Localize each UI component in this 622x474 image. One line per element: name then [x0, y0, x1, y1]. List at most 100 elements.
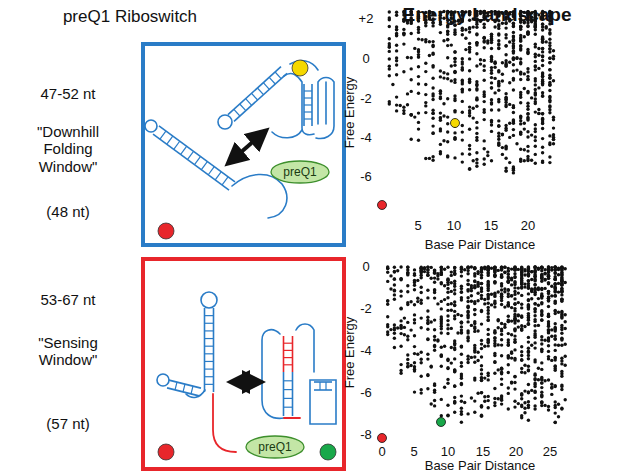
structure-point: [476, 292, 479, 295]
structure-point: [540, 275, 543, 278]
structure-point: [507, 303, 510, 306]
structure-point: [543, 404, 546, 407]
structure-point: [552, 142, 555, 145]
structure-point: [480, 391, 483, 394]
structure-point: [550, 285, 553, 288]
structure-point: [507, 304, 510, 307]
structure-point: [513, 265, 516, 268]
structure-point: [512, 106, 515, 109]
structure-point: [417, 37, 420, 40]
structure-point: [395, 95, 398, 98]
structure-point: [446, 319, 449, 322]
structure-point: [540, 266, 543, 269]
structure-point: [554, 349, 557, 352]
structure-point: [541, 50, 544, 53]
base-pair: [205, 330, 214, 331]
structure-point: [541, 95, 544, 98]
structure-point: [409, 364, 412, 367]
structure-point: [403, 333, 406, 336]
structure-point: [500, 333, 503, 336]
structure-point: [480, 269, 483, 272]
structure-point: [548, 77, 551, 80]
structure-point: [446, 378, 449, 381]
structure-point: [497, 33, 500, 36]
structure-point: [493, 265, 496, 268]
structure-point: [500, 322, 503, 325]
structure-point: [439, 89, 442, 92]
structure-point: [523, 401, 526, 404]
base-pair: [205, 353, 214, 354]
structure-point: [533, 377, 536, 380]
structure-point: [466, 358, 469, 361]
structure-point: [540, 288, 543, 291]
structure-point: [497, 84, 500, 87]
structure-point: [442, 39, 445, 42]
structure-point: [393, 289, 396, 292]
structure-point: [507, 288, 510, 291]
structure-point: [548, 31, 551, 34]
structure-point: [461, 66, 464, 69]
structure-point: [446, 367, 449, 370]
structure-point: [450, 79, 453, 82]
structure-point: [527, 267, 530, 270]
structure-point: [534, 60, 537, 63]
structure-point: [534, 77, 537, 80]
structure-point: [490, 293, 493, 296]
structure-point: [386, 303, 389, 306]
structure-point: [460, 383, 463, 386]
structure-point: [554, 282, 557, 285]
structure-point: [386, 315, 389, 318]
structure-point: [497, 318, 500, 321]
structure-point: [410, 113, 413, 116]
structure-point: [519, 78, 522, 81]
state-marker-green: [320, 444, 336, 460]
structure-point: [523, 72, 526, 75]
structure-point: [461, 57, 464, 60]
state-marker-red: [158, 444, 174, 460]
structure-point: [520, 272, 523, 275]
structure-point: [426, 337, 429, 340]
structure-point: [493, 305, 496, 308]
structure-point: [508, 161, 511, 164]
structure-point: [526, 112, 529, 115]
structure-point: [446, 278, 449, 281]
structure-point: [541, 151, 544, 154]
structure-point: [534, 33, 537, 36]
structure-point: [453, 33, 456, 36]
structure-point: [550, 266, 553, 269]
structure-point: [540, 393, 543, 396]
structure-point: [468, 42, 471, 45]
structure-point: [508, 40, 511, 43]
structure-point: [410, 56, 413, 59]
base-pair: [205, 323, 214, 324]
structure-point: [388, 74, 391, 77]
structure-point: [461, 100, 464, 103]
structure-point: [483, 118, 486, 121]
structure-point: [527, 406, 530, 409]
structure-point: [480, 310, 483, 313]
structure-point: [534, 55, 537, 58]
structure-point: [426, 338, 429, 341]
structure-point: [519, 96, 522, 99]
base-pair: [284, 357, 293, 358]
structure-point: [475, 105, 478, 108]
structure-point: [493, 301, 496, 304]
structure-point: [436, 302, 439, 305]
structure-point: [386, 271, 389, 274]
structure-point: [410, 78, 413, 81]
structure-point: [433, 349, 436, 352]
structure-point: [533, 397, 536, 400]
structure-point: [530, 289, 533, 292]
structure-point: [537, 54, 540, 57]
structure-point: [503, 265, 506, 268]
structure-point: [548, 104, 551, 107]
structure-point: [547, 281, 550, 284]
energy-scatter-bottom: [386, 265, 567, 424]
structure-point: [410, 113, 413, 116]
structure-point: [554, 294, 557, 297]
structure-point: [453, 70, 456, 73]
structure-point: [519, 34, 522, 37]
structure-point: [450, 327, 453, 330]
structure-point: [461, 60, 464, 63]
structure-point: [413, 361, 416, 364]
